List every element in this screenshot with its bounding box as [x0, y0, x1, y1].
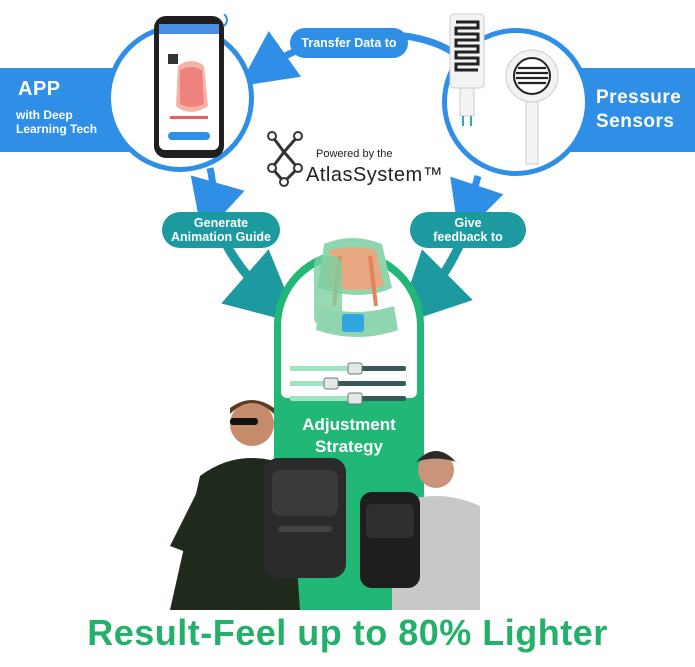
result-headline: Result-Feel up to 80% Lighter	[87, 612, 608, 653]
sensor-banner: Pressure Sensors	[570, 68, 695, 152]
slider-icon	[290, 392, 406, 405]
app-banner: APP with Deep Learning Tech	[0, 68, 132, 152]
app-banner-subtitle: with Deep Learning Tech	[16, 108, 98, 136]
sensor-banner-title: Pressure Sensors	[596, 87, 682, 132]
give-label: Give feedback to	[433, 216, 503, 244]
slider-icon	[290, 377, 406, 390]
transfer-pill: Transfer Data to	[290, 28, 408, 58]
people-photo-icon	[170, 400, 480, 610]
strategy-label: Adjustment Strategy	[302, 415, 396, 456]
pressure-sensor-icon	[449, 13, 559, 165]
generate-label: Generate Animation Guide	[171, 216, 271, 244]
phone-icon	[154, 14, 228, 158]
sensor-down-arrow	[450, 175, 504, 239]
atlas-system-label: AtlasSystem™	[306, 164, 444, 186]
app-down-arrow	[190, 167, 245, 237]
give-pill: Give feedback to	[410, 212, 526, 248]
give-arrow	[396, 242, 473, 326]
slider-group	[290, 362, 406, 405]
atlas-logo-icon	[267, 131, 303, 187]
powered-by-label: Powered by the	[316, 148, 393, 160]
backpack-model-icon	[314, 238, 398, 337]
transfer-label: Transfer Data to	[301, 36, 397, 50]
generate-pill: Generate Animation Guide	[162, 212, 280, 248]
slider-icon	[290, 362, 406, 375]
generate-arrow	[221, 241, 300, 324]
app-banner-title: APP	[18, 78, 61, 100]
